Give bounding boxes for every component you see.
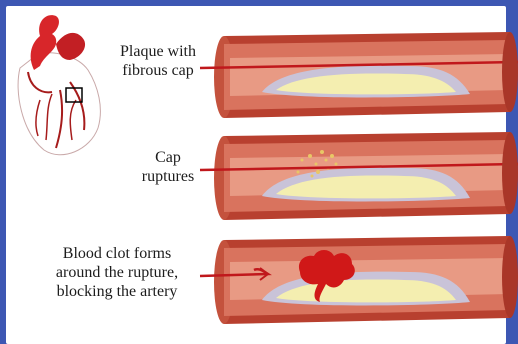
label-stage-2-line2: ruptures bbox=[118, 167, 218, 186]
label-stage-1: Plaque with fibrous cap bbox=[98, 42, 218, 80]
artery-stage-1 bbox=[200, 32, 518, 118]
heart-illustration-icon bbox=[18, 15, 100, 155]
label-stage-2-line1: Cap bbox=[118, 148, 218, 167]
label-stage-3: Blood clot forms around the rupture, blo… bbox=[16, 244, 218, 301]
label-stage-1-line1: Plaque with bbox=[98, 42, 218, 61]
label-stage-2: Cap ruptures bbox=[118, 148, 218, 186]
artery-stage-2 bbox=[200, 132, 518, 220]
label-stage-1-line2: fibrous cap bbox=[98, 61, 218, 80]
label-stage-3-line2: around the rupture, bbox=[16, 263, 218, 282]
artery-stage-3 bbox=[200, 236, 518, 324]
label-stage-3-line1: Blood clot forms bbox=[16, 244, 218, 263]
label-stage-3-line3: blocking the artery bbox=[16, 282, 218, 301]
